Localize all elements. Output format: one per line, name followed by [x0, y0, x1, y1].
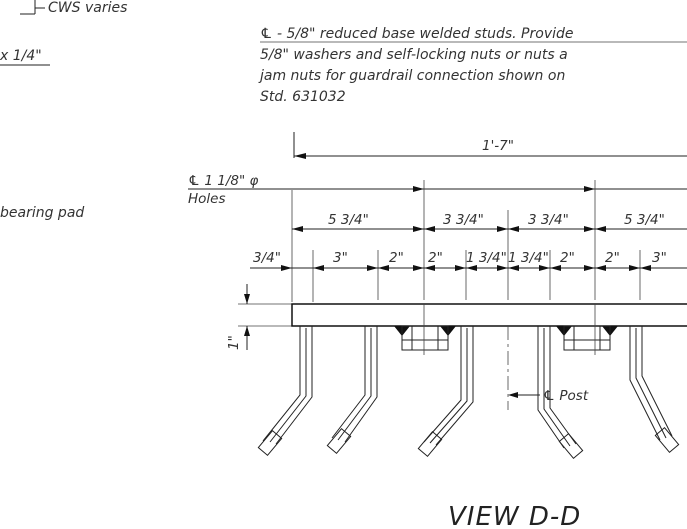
- stud-note: ℄ - 5/8" reduced base welded studs. Prov…: [258, 26, 687, 105]
- dim-r2-g: 2": [560, 250, 575, 266]
- dim-r1-c: 3 3/4": [528, 212, 569, 228]
- dim-r1-d: 5 3/4": [624, 212, 665, 228]
- stud-note-line2: 5/8" washers and self-locking nuts or nu…: [260, 47, 568, 63]
- overall-dimension: 1'-7": [293, 132, 687, 159]
- stud-note-line4: Std. 631032: [260, 89, 346, 105]
- holes-label-line1: ℄ 1 1/8" φ: [188, 173, 259, 189]
- dim-r2-e: 1 3/4": [466, 250, 507, 266]
- nut-assembly-left: [394, 304, 456, 355]
- extension-lines: [291, 180, 641, 302]
- dim-r1-a: 5 3/4": [328, 212, 369, 228]
- dimension-row-1: 5 3/4" 3 3/4" 3 3/4" 5 3/4": [292, 212, 687, 232]
- thickness-dim-text: 1": [226, 335, 242, 350]
- post-centerline: ℄ Post: [507, 326, 589, 410]
- dim-r2-h: 2": [605, 250, 620, 266]
- dim-r2-b: 3": [333, 250, 348, 266]
- dim-r1-b: 3 3/4": [443, 212, 484, 228]
- bearing-pad-label: bearing pad: [0, 205, 84, 221]
- thickness-callout: x 1/4": [0, 48, 50, 66]
- welded-studs: [257, 326, 680, 459]
- cws-callout: CWS varies: [20, 0, 127, 16]
- stud-note-line1: ℄ - 5/8" reduced base welded studs. Prov…: [260, 26, 574, 42]
- nut-assembly-right: [556, 304, 618, 355]
- dim-r2-a: 3/4": [253, 250, 281, 266]
- post-label: ℄ Post: [543, 388, 589, 404]
- view-title: VIEW D-D: [448, 502, 581, 529]
- dim-r2-f: 1 3/4": [508, 250, 549, 266]
- dim-r2-i: 3": [652, 250, 667, 266]
- overall-dim-text: 1'-7": [482, 138, 514, 154]
- dim-r2-c: 2": [389, 250, 404, 266]
- holes-label-line2: Holes: [188, 191, 226, 207]
- dimension-row-2: 3/4" 3" 2" 2" 1 3/4" 1 3/4" 2" 2" 3": [250, 250, 687, 271]
- base-plate: [291, 303, 687, 327]
- plate-thickness-dimension: 1": [226, 284, 292, 350]
- stud-note-line3: jam nuts for guardrail connection shown …: [258, 68, 565, 84]
- holes-callout: ℄ 1 1/8" φ Holes: [188, 173, 687, 207]
- dim-r2-d: 2": [428, 250, 443, 266]
- thickness-label: x 1/4": [0, 48, 42, 64]
- cws-varies-label: CWS varies: [48, 0, 127, 16]
